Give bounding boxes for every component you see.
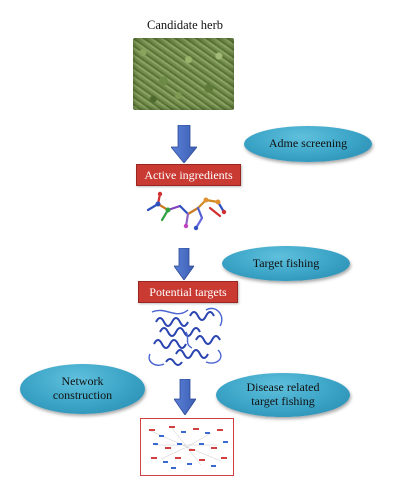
disease-target-fishing-label: Disease related target fishing (246, 380, 320, 408)
potential-targets-label: Potential targets (149, 284, 227, 299)
adme-screening-label: Adme screening (268, 136, 348, 151)
adme-screening-node: Adme screening (244, 126, 372, 162)
network-construction-label: Network construction (52, 374, 113, 402)
active-ingredients-box: Active ingredients (136, 164, 241, 186)
active-ingredients-label: Active ingredients (144, 167, 233, 182)
candidate-herb-title: Candidate herb (146, 18, 223, 32)
molecule-icon (146, 191, 227, 231)
potential-targets-box: Potential targets (138, 281, 238, 303)
network-graph-box (140, 418, 234, 476)
target-fishing-node: Target fishing (222, 246, 350, 281)
disease-target-fishing-node: Disease related target fishing (216, 373, 350, 417)
arrow-down-icon (174, 248, 194, 280)
protein-icon (148, 307, 223, 366)
arrow-down-icon (171, 125, 197, 163)
network-icon (149, 426, 228, 469)
arrow-down-icon (174, 379, 196, 415)
target-fishing-label: Target fishing (252, 255, 320, 270)
network-construction-node: Network construction (20, 364, 145, 414)
herb-image (133, 38, 234, 110)
